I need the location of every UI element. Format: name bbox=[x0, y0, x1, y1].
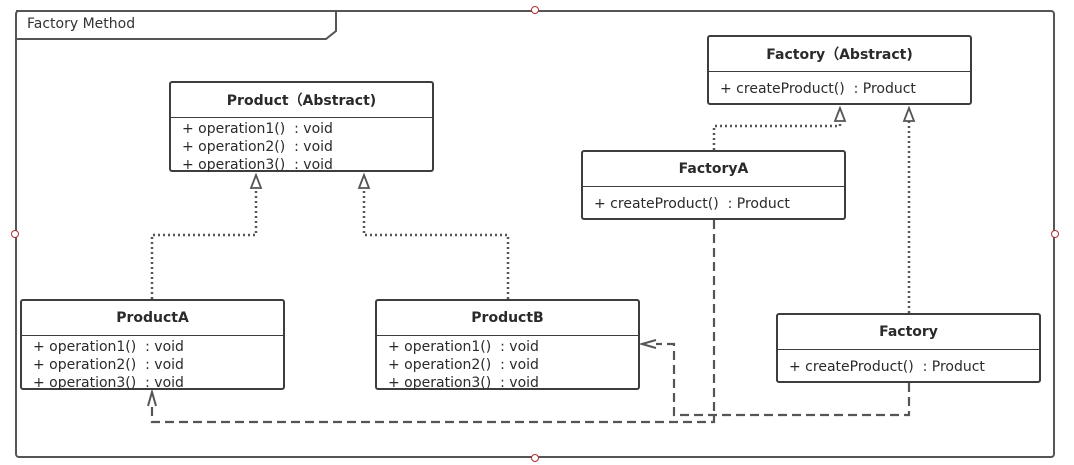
class-name: Product（Abstract) bbox=[171, 83, 432, 118]
resize-handle-left[interactable] bbox=[11, 230, 19, 238]
operation: + operation2() : void bbox=[388, 357, 539, 373]
operations-compartment: + operation1() : void + operation2() : v… bbox=[377, 336, 638, 392]
realization-producta bbox=[150, 172, 263, 299]
class-factory-a[interactable]: FactoryA + createProduct() : Product bbox=[581, 150, 846, 220]
operation: + operation3() : void bbox=[182, 157, 333, 173]
operations-compartment: + createProduct() : Product bbox=[583, 187, 844, 213]
realization-productb bbox=[357, 172, 510, 299]
class-name: FactoryA bbox=[583, 152, 844, 187]
class-name: Factory bbox=[778, 315, 1039, 350]
dependency-factorya-producta bbox=[147, 220, 716, 424]
operation: + createProduct() : Product bbox=[594, 196, 790, 212]
operation: + operation1() : void bbox=[182, 121, 333, 137]
resize-handle-top[interactable] bbox=[531, 6, 539, 14]
resize-handle-bottom[interactable] bbox=[531, 454, 539, 462]
operation: + operation3() : void bbox=[388, 375, 539, 391]
class-product-abstract[interactable]: Product（Abstract) + operation1() : void … bbox=[169, 81, 434, 174]
operation: + operation2() : void bbox=[182, 139, 333, 155]
operation: + operation1() : void bbox=[33, 339, 184, 355]
class-name: ProductA bbox=[22, 301, 283, 336]
operation: + operation1() : void bbox=[388, 339, 539, 355]
operations-compartment: + operation1() : void + operation2() : v… bbox=[22, 336, 283, 392]
class-product-a[interactable]: ProductA + operation1() : void + operati… bbox=[20, 299, 285, 392]
frame-title: Factory Method bbox=[27, 16, 136, 32]
operation: + operation3() : void bbox=[33, 375, 184, 391]
class-name: ProductB bbox=[377, 301, 638, 336]
operation: + createProduct() : Product bbox=[789, 359, 985, 375]
operations-compartment: + createProduct() : Product bbox=[709, 72, 970, 98]
operation: + operation2() : void bbox=[33, 357, 184, 373]
class-product-b[interactable]: ProductB + operation1() : void + operati… bbox=[375, 299, 640, 392]
dependency-factory-productb bbox=[638, 339, 911, 417]
operations-compartment: + operation1() : void + operation2() : v… bbox=[171, 118, 432, 174]
class-factory-abstract[interactable]: Factory（Abstract) + createProduct() : Pr… bbox=[707, 35, 972, 105]
operation: + createProduct() : Product bbox=[720, 81, 916, 97]
resize-handle-right[interactable] bbox=[1051, 230, 1059, 238]
class-factory[interactable]: Factory + createProduct() : Product bbox=[776, 313, 1041, 383]
realization-factorya bbox=[712, 105, 847, 150]
class-name: Factory（Abstract) bbox=[709, 37, 970, 72]
operations-compartment: + createProduct() : Product bbox=[778, 350, 1039, 376]
realization-factory bbox=[902, 105, 916, 313]
